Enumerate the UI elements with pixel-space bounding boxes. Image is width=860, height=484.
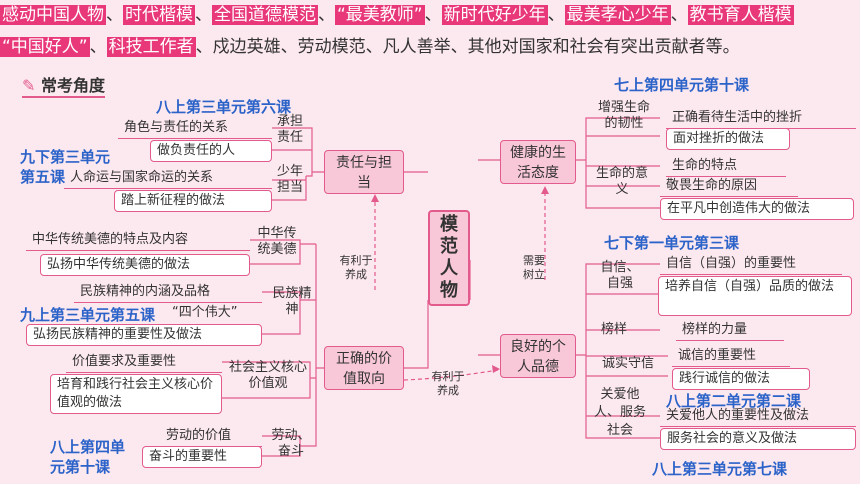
mid-virtue: 中华传统美德 (257, 226, 297, 257)
intro-chip: 时代楷模 (123, 5, 195, 25)
tag-care: 八上第三单元第七课 (652, 460, 788, 478)
hub-text: 正确的价值取向 (336, 351, 392, 387)
box-conf-2: 培养自信（自强）品质的做法 (658, 276, 852, 316)
tag-spirit: 九上第三单元第五课 (20, 306, 156, 324)
box-tough-1: 正确看待生活中的挫折 (666, 108, 856, 129)
tag-labor-2: 元第十课 (50, 458, 111, 476)
mid-tough: 增强生命的韧性 (597, 100, 650, 131)
box-care-1: 关爱他人的重要性及做法 (660, 406, 856, 427)
tag-fate-1: 九下第三单元 (20, 148, 111, 166)
mid-conf: 自信、自强 (600, 260, 640, 291)
section-title-text: 常考角度 (40, 76, 105, 95)
hub-values: 正确的价值取向 (324, 346, 404, 390)
center-text: 模范人物 (440, 214, 458, 301)
intro-chip: 教书育人楷模 (687, 5, 794, 25)
box-spirit-1: 民族精神的内涵及品格 (74, 282, 262, 303)
box-duty: 做负责任的人 (150, 140, 272, 162)
tag-life: 七上第四单元第十课 (614, 76, 750, 94)
intro-line-2: “中国好人”、科技工作者、戍边英雄、劳动模范、凡人善举、其他对国家和社会有突出贡… (0, 37, 740, 57)
intro-chip: 科技工作者 (106, 37, 196, 57)
label-top-left: 有利于养成 (339, 254, 373, 281)
box-core-1: 价值要求及重要性 (66, 352, 222, 373)
tag-fate-2: 第五课 (20, 168, 66, 186)
box-virtue-1: 中华传统美德的特点及内容 (26, 230, 250, 251)
box-model-1: 榜样的力量 (676, 320, 784, 341)
pencil-icon: ✎ (22, 76, 36, 95)
box-mean-3: 在平凡中创造伟大的做法 (660, 198, 854, 220)
mid-meaning: 生命的意义 (596, 166, 649, 197)
box-labor-2: 奋斗的重要性 (142, 446, 262, 468)
center-node: 模范人物 (428, 210, 470, 306)
box-honest-2: 践行诚信的做法 (672, 368, 810, 390)
intro-line-1: 感动中国人物、时代楷模、全国道德模范、“最美教师”、新时代好少年、最美孝心少年、… (0, 5, 794, 25)
box-journey: 踏上新征程的做法 (114, 190, 272, 212)
intro-rest: 、戍边英雄、劳动模范、凡人善举、其他对国家和社会有突出贡献者等。 (195, 37, 740, 57)
intro-chip: “中国好人” (0, 37, 90, 57)
tag-resp: 八上第三单元第六课 (156, 98, 292, 116)
tag-labor-1: 八上第四单 (50, 438, 126, 456)
hub-text: 责任与担当 (336, 155, 392, 191)
mid-model: 榜样 (600, 322, 627, 337)
hub-character: 良好的个人品德 (500, 334, 576, 378)
box-fate: 人命运与国家命运的关系 (64, 168, 272, 189)
intro-chip: 全国道德模范 (212, 5, 318, 25)
intro-chip: “最美教师” (335, 5, 425, 25)
mid-labor: 劳动、奋斗 (271, 428, 311, 459)
hub-text: 良好的个人品德 (510, 339, 566, 375)
intro-chip: 感动中国人物 (0, 5, 106, 25)
intro-chip: 最美孝心少年 (564, 5, 671, 25)
intro-chip: 新时代好少年 (441, 5, 548, 25)
mid-resp: 承担责任 (276, 114, 303, 145)
box-honest-1: 诚信的重要性 (672, 346, 790, 367)
box-spirit-2: 弘扬民族精神的重要性及做法 (26, 324, 262, 346)
box-core-2: 培育和践行社会主义核心价值观的做法 (50, 374, 222, 414)
hub-responsibility: 责任与担当 (324, 150, 404, 194)
hub-health: 健康的生活态度 (500, 140, 576, 184)
box-care-2: 服务社会的意义及做法 (660, 428, 856, 450)
label-top-right: 需要树立 (523, 254, 545, 281)
mid-honest: 诚实守信 (601, 356, 654, 371)
tag-conf: 七下第一单元第三课 (604, 234, 740, 252)
box-tough-2: 面对挫折的做法 (666, 128, 790, 150)
box-role: 角色与责任的关系 (118, 118, 272, 139)
box-virtue-2: 弘扬中华传统美德的做法 (40, 254, 250, 276)
section-title: ✎ 常考角度 (22, 72, 105, 98)
mid-spirit: 民族精神 (272, 286, 312, 317)
tag-honest: 八上第二单元第二课 (666, 392, 802, 410)
mid-youth: 少年担当 (276, 164, 303, 195)
mid-core: 社会主义核心价值观 (228, 360, 307, 391)
box-spirit-four: “四个伟大” (172, 305, 238, 320)
mid-care: 关爱他人、服务社会 (593, 387, 646, 438)
box-mean-2: 敬畏生命的原因 (660, 176, 798, 197)
label-bottom-mid: 有利于养成 (431, 370, 465, 397)
box-labor-1: 劳动的价值 (160, 426, 262, 447)
hub-text: 健康的生活态度 (510, 145, 566, 181)
box-conf-1: 自信（自强）的重要性 (660, 254, 842, 275)
box-mean-1: 生命的特点 (666, 156, 786, 177)
